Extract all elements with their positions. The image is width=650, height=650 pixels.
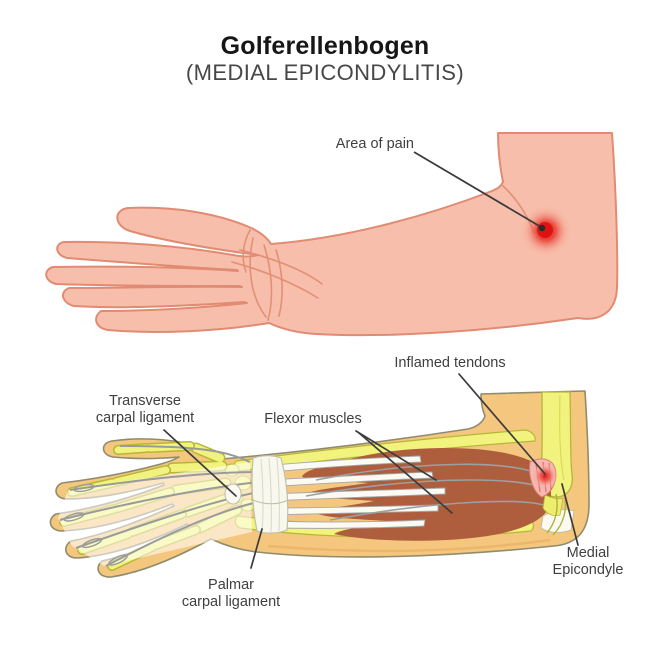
label-flexor-muscles: Flexor muscles [264,411,362,427]
arm-skin-illustration [45,132,619,337]
label-line: Medial [566,545,610,561]
epicondyle-yellow-wedge [542,494,564,516]
arm-silhouette [45,132,619,337]
label-inflamed-tendons: Inflamed tendons [394,355,506,371]
pointer-line-flexor-1 [355,430,437,481]
pain-spot-core [537,222,553,238]
ligament-striations [252,457,289,533]
forearm-tendon-strips [261,455,446,529]
inflamed-glow [532,463,558,489]
pointer-line-flexor-2 [358,432,453,514]
label-medial-epicondyle: Medial Epicondyle [526,545,650,579]
label-line: Palmar [208,577,254,593]
palm-tendon-fan [58,462,252,566]
label-line: Transverse [109,393,181,409]
label-line: Epicondyle [552,562,624,578]
skin-inner-shade [267,538,551,553]
label-palmar-carpal-ligament: Palmar carpal ligament [164,577,298,611]
hand-crease-lines [231,185,535,321]
pointer-line-transverse [163,429,237,497]
carpal-ligament-band [251,455,289,534]
page-title: Golferellenbogen [220,32,430,60]
pointer-line-inflamed [458,373,546,475]
pointer-lines [163,373,579,569]
label-area-of-pain: Area of pain [335,136,414,152]
pointer-line-palmar [250,528,263,569]
pointer-line-area-of-pain [413,151,542,228]
pointer-dot [538,224,546,232]
label-line: carpal ligament [181,594,281,610]
page-subtitle: (MEDIAL EPICONDYLITIS) [185,60,465,85]
pointer-line-medial [561,483,579,546]
finger-tendons [59,445,259,567]
arm-anatomy-illustration [49,373,590,578]
label-line: carpal ligament [95,410,195,426]
label-transverse-carpal-ligament: Transverse carpal ligament [82,393,208,427]
